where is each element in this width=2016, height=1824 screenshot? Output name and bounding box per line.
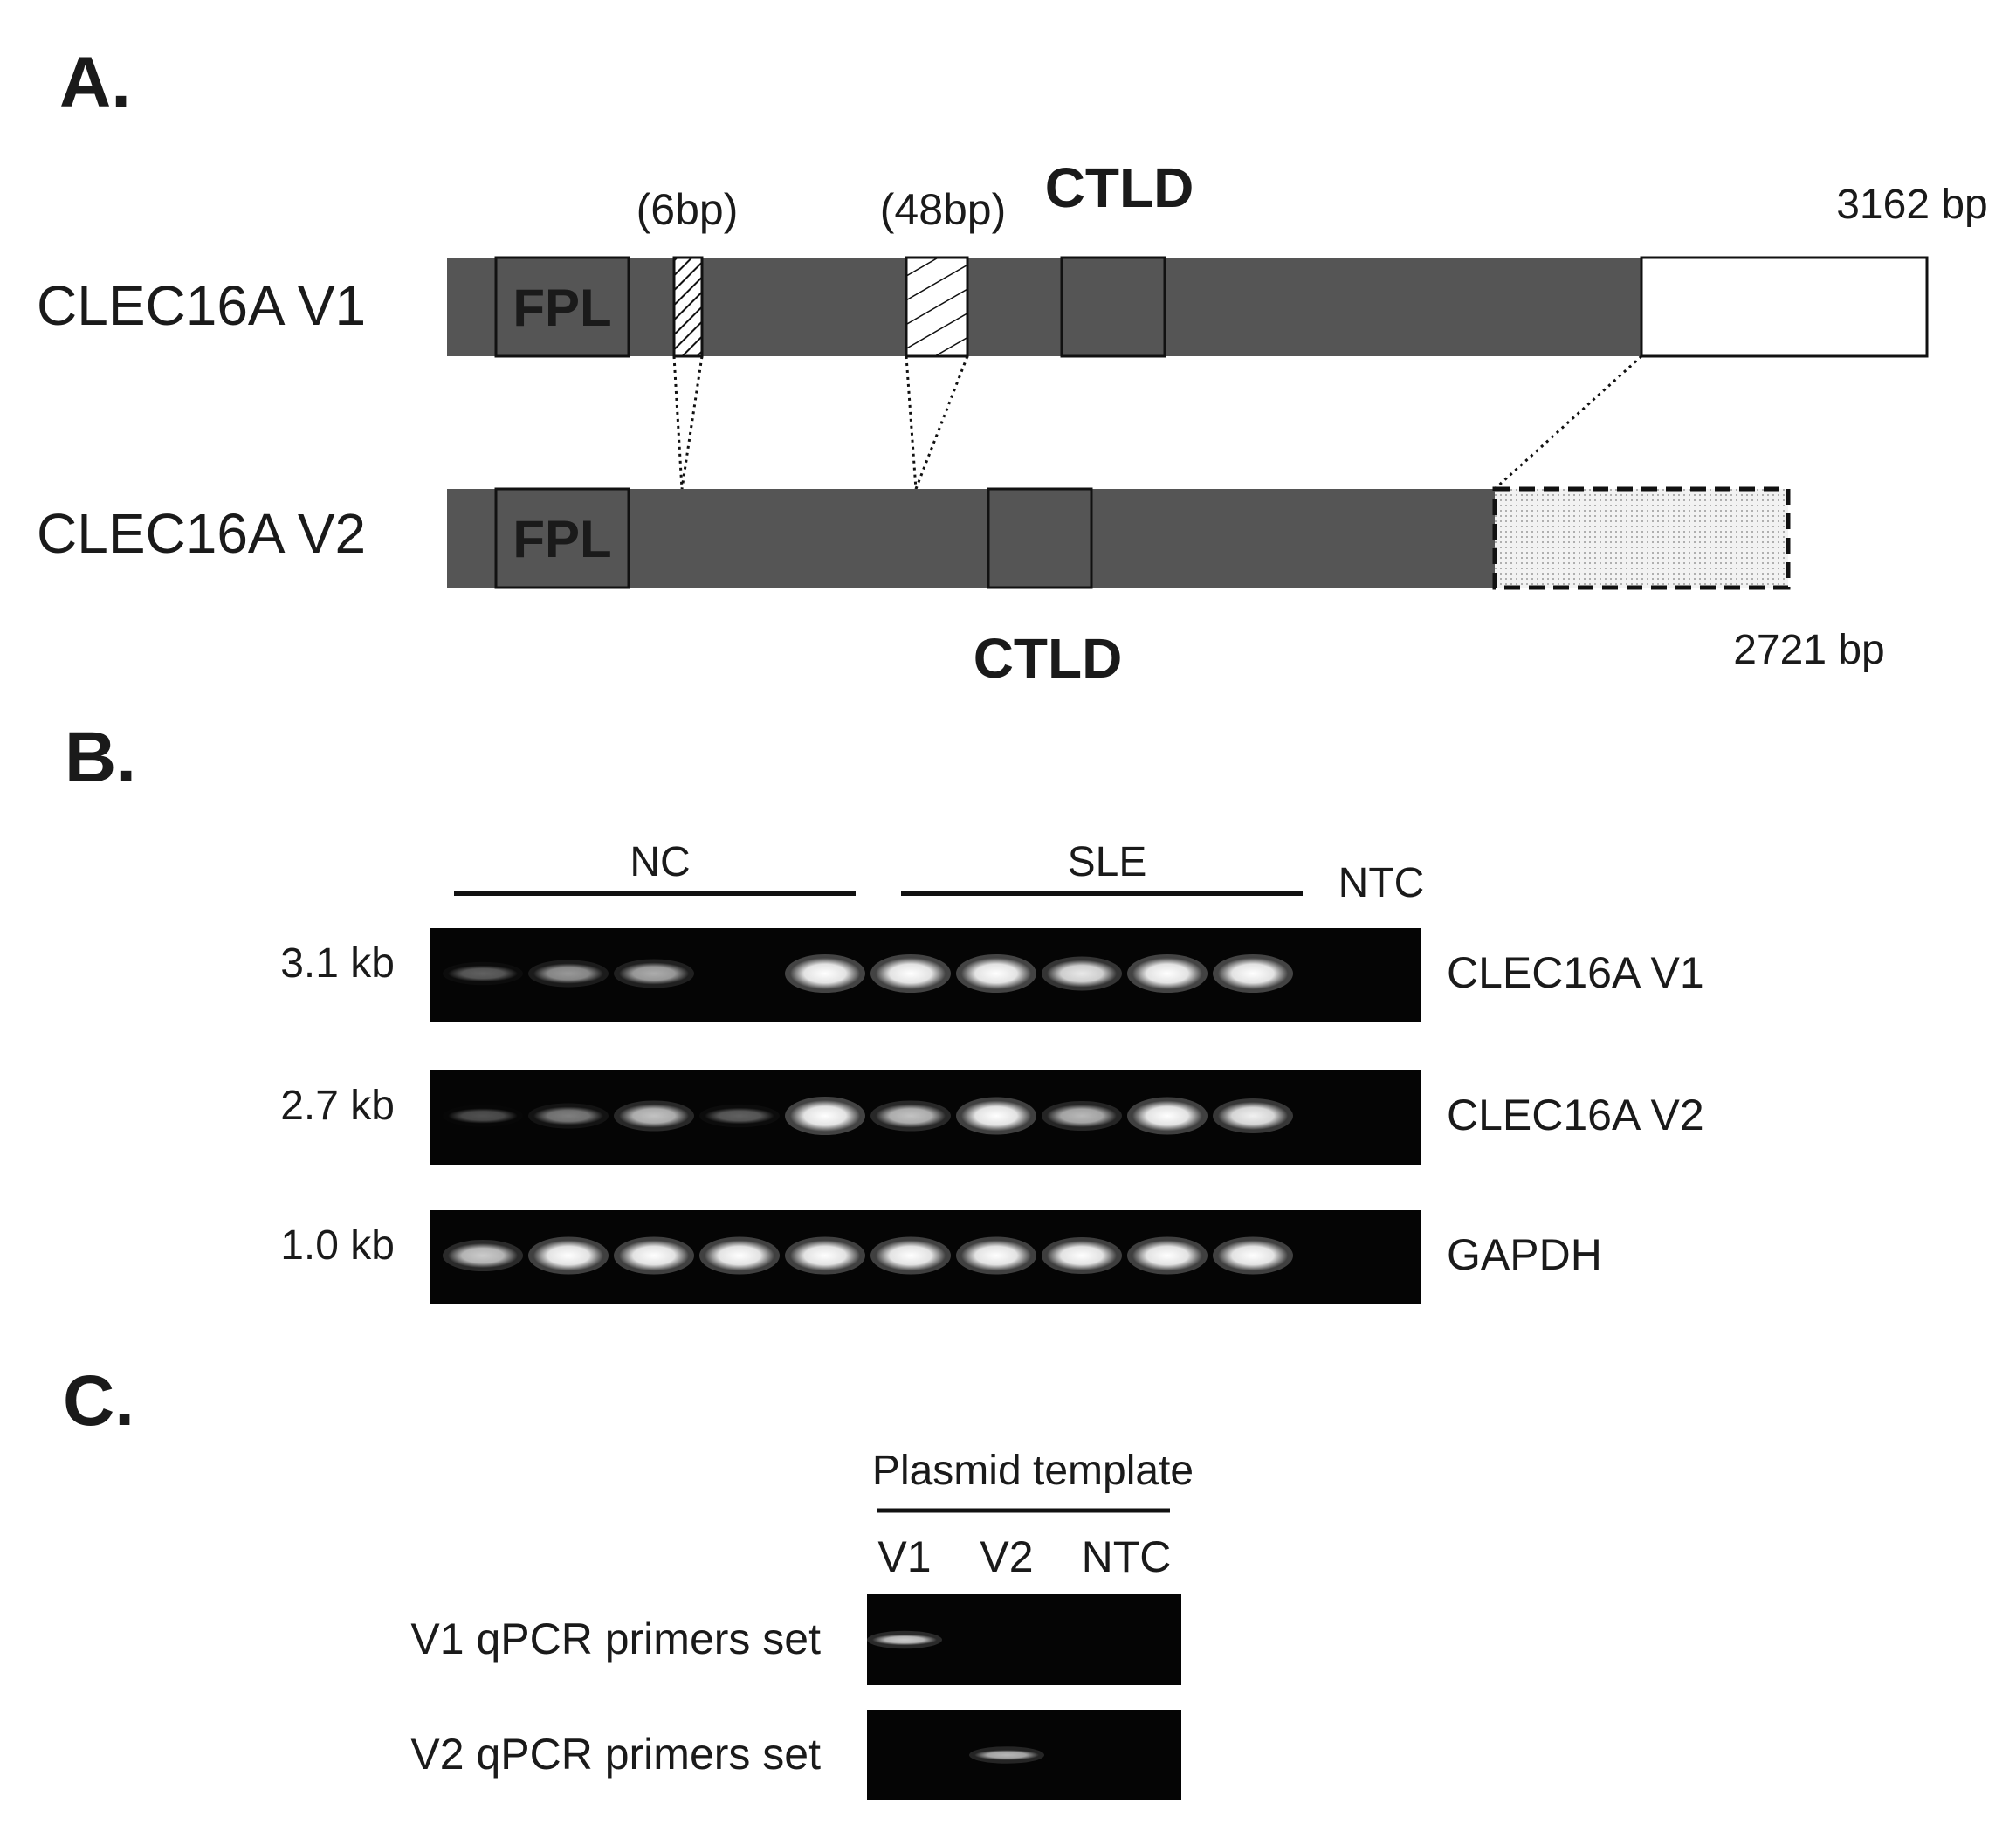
v1-ctld-domain <box>1060 256 1166 358</box>
primer-set-label: V1 qPCR primers set <box>410 1614 821 1663</box>
gene-label: CLEC16A V2 <box>1447 1091 1704 1139</box>
lane-label: NTC <box>1082 1532 1172 1581</box>
gel-band <box>870 1100 951 1132</box>
v1-coding-bar <box>447 258 1641 356</box>
lane-label: V1 <box>877 1532 931 1581</box>
plasmid-template-label: Plasmid template <box>872 1448 1194 1494</box>
primer-set-label: V2 qPCR primers set <box>410 1730 821 1779</box>
gel-band <box>785 1097 865 1135</box>
v1-48bp-label: (48bp) <box>880 185 1007 234</box>
gel-band <box>1127 954 1208 993</box>
v1-6bp-insert <box>672 256 704 358</box>
gel-band <box>1127 1097 1208 1135</box>
band-size-label: 3.1 kb <box>280 940 395 987</box>
gel-band <box>1213 1236 1293 1275</box>
gel-band <box>870 1236 951 1275</box>
gel-band <box>1042 956 1122 991</box>
band-size-label: 1.0 kb <box>280 1222 395 1269</box>
gel-band <box>528 960 609 988</box>
gel-band <box>699 1236 780 1275</box>
group-sle-label: SLE <box>1068 839 1147 885</box>
v2-length-label: 2721 bp <box>1733 627 1885 673</box>
gel-band <box>1213 1098 1293 1134</box>
gel-panel-c: V1 qPCR primers set V2 qPCR primers set <box>410 1594 1181 1800</box>
gel-band <box>867 1630 942 1649</box>
gel-band <box>443 1239 523 1272</box>
connector-6bp-left <box>672 355 684 490</box>
connector-48bp-left <box>905 355 918 490</box>
panel-b-label: B. <box>65 718 136 797</box>
gel-band <box>1127 1236 1208 1275</box>
gel-band <box>705 1107 774 1125</box>
gel-band <box>614 959 694 988</box>
panel-c-label: C. <box>63 1361 134 1441</box>
gel-band <box>1042 1236 1122 1275</box>
gel-band <box>785 954 865 993</box>
gene-label: GAPDH <box>1447 1230 1602 1279</box>
gel-band <box>614 1236 694 1275</box>
gel-band <box>956 954 1036 993</box>
gene-label: CLEC16A V1 <box>1447 948 1704 997</box>
gel-band <box>870 954 951 993</box>
v2-ctld-label: CTLD <box>974 627 1123 690</box>
v2-fpl-domain <box>494 487 630 589</box>
gel-band <box>785 1236 865 1275</box>
v1-fpl-domain <box>494 256 630 358</box>
gel-band <box>448 1108 518 1124</box>
panel-a-label: A. <box>59 43 131 122</box>
v1-ctld-label: CTLD <box>1045 156 1194 219</box>
v1-utr-box <box>1640 256 1929 358</box>
v1-fpl-label: FPL <box>513 279 611 337</box>
v2-fpl-label: FPL <box>513 510 611 568</box>
v1-transcript-name: CLEC16A V1 <box>37 274 366 337</box>
v2-ctld-domain <box>987 487 1093 589</box>
gel-band <box>614 1100 694 1132</box>
v2-utr-box <box>1492 486 1791 590</box>
gel-band <box>528 1236 609 1275</box>
gel-panel-b: 3.1 kb CLEC16A V1 2.7 kb CLEC16A V2 1.0 kb GA… <box>280 928 1704 1304</box>
band-size-label: 2.7 kb <box>280 1083 395 1129</box>
lane-label: V2 <box>980 1532 1033 1581</box>
ntc-label: NTC <box>1338 860 1425 906</box>
connector-48bp-right <box>914 355 969 490</box>
gel-band <box>956 1236 1036 1275</box>
lane-labels-c: V1 V2 NTC <box>877 1532 1171 1581</box>
group-nc-label: NC <box>630 839 690 885</box>
v1-48bp-insert <box>905 256 969 358</box>
v1-length-label: 3162 bp <box>1836 182 1988 228</box>
gel-band <box>956 1097 1036 1135</box>
connector-utr <box>1493 354 1643 491</box>
gel-band <box>528 1103 609 1129</box>
gel-band <box>1042 1100 1122 1132</box>
gel-band <box>448 965 518 982</box>
connector-6bp-right <box>680 355 704 490</box>
v1-6bp-label: (6bp) <box>636 185 739 234</box>
v2-coding-bar <box>447 489 1495 588</box>
gel-band <box>969 1746 1044 1764</box>
v2-transcript-name: CLEC16A V2 <box>37 502 366 565</box>
gel-band <box>1213 954 1293 993</box>
